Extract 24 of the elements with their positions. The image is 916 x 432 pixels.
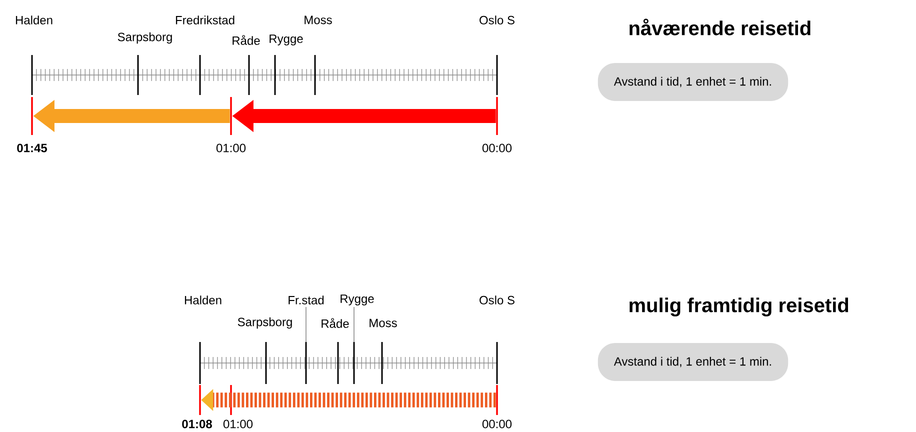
time-label: 01:00 <box>216 144 246 152</box>
station-label: Sarpsborg <box>238 317 292 329</box>
info-pill: Avstand i tid, 1 enhet = 1 min. <box>598 63 788 101</box>
station-label: Halden <box>184 296 222 304</box>
station-label: Råde <box>232 35 260 45</box>
station-label: Moss <box>370 318 397 328</box>
station-label: Fr.stad <box>288 296 324 304</box>
heading: mulig framtidig reisetid <box>630 298 848 316</box>
info-pill: Avstand i tid, 1 enhet = 1 min. <box>598 343 788 381</box>
time-label: 01:45 <box>17 144 47 152</box>
station-label: Fredrikstad <box>176 16 234 24</box>
station-label: Halden <box>16 16 52 24</box>
heading: nåværende reisetid <box>630 18 810 36</box>
time-label: 01:08 <box>182 420 212 428</box>
station-label: Oslo S <box>480 296 514 304</box>
station-label: Moss <box>304 16 332 24</box>
time-label: 00:00 <box>482 420 512 428</box>
station-label: Rygge <box>340 294 374 306</box>
station-label: Oslo S <box>480 16 514 24</box>
station-label: Sarpsborg <box>118 32 172 44</box>
time-label: 00:00 <box>482 144 512 152</box>
time-label: 01:00 <box>223 420 253 428</box>
station-label: Råde <box>322 318 349 328</box>
station-label: Rygge <box>270 34 303 46</box>
